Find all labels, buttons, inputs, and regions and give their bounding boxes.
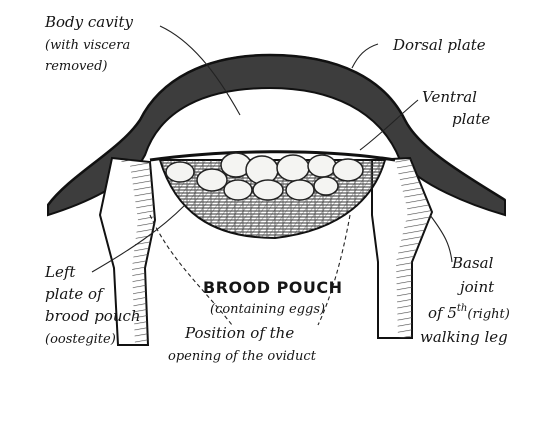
- egg: [197, 169, 227, 191]
- egg: [333, 159, 363, 181]
- right-leg-shape: [372, 158, 432, 338]
- label-left-plate-4: (oostegite): [45, 332, 116, 347]
- leader-dorsal-plate: [352, 44, 378, 68]
- leader-basal-joint: [430, 215, 452, 262]
- label-basal-joint-3a: of 5: [428, 304, 457, 322]
- label-left-plate-3: brood pouch: [45, 307, 141, 325]
- label-oviduct-2: opening of the oviduct: [168, 349, 317, 364]
- label-basal-joint: Basal: [451, 254, 494, 272]
- egg: [166, 162, 194, 182]
- label-brood-pouch: BROOD POUCH: [203, 278, 343, 297]
- label-basal-joint-4: walking leg: [420, 328, 508, 346]
- label-brood-pouch-sub: (containing eggs): [210, 302, 325, 317]
- label-basal-joint-2: joint: [457, 278, 495, 296]
- label-left-plate-2: plate of: [45, 285, 105, 303]
- label-ventral-plate: Ventral: [422, 88, 477, 106]
- label-body-cavity-sub: (with viscera: [45, 38, 130, 53]
- egg: [253, 180, 283, 200]
- label-oviduct: Position of the: [184, 324, 294, 342]
- label-left-plate: Left: [44, 263, 76, 281]
- label-body-cavity: Body cavity: [44, 13, 134, 31]
- label-dorsal-plate: Dorsal plate: [392, 36, 486, 54]
- label-basal-joint-3sup: th: [457, 303, 467, 314]
- label-ventral-plate-2: plate: [452, 110, 490, 128]
- egg: [246, 156, 278, 184]
- egg: [314, 177, 338, 195]
- label-body-cavity-sub2: removed): [45, 59, 108, 74]
- egg: [286, 180, 314, 200]
- label-basal-joint-3b: (right): [467, 307, 509, 322]
- label-basal-joint-3: of 5th(right): [428, 303, 510, 322]
- egg: [224, 180, 252, 200]
- egg: [308, 155, 336, 177]
- egg: [277, 155, 309, 181]
